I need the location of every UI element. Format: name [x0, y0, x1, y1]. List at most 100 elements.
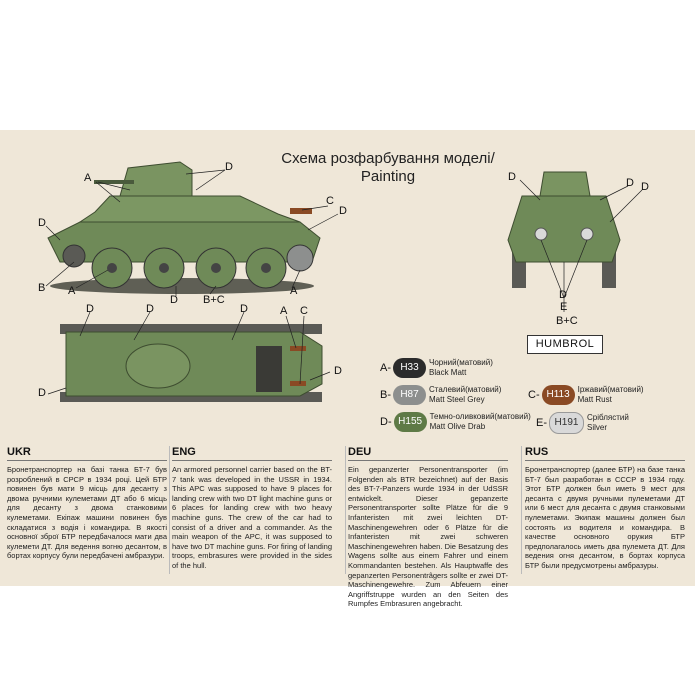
title-line-2: Painting: [360, 168, 416, 185]
callout-a: A: [290, 285, 298, 297]
leader: [195, 169, 226, 191]
painting-diagram: [45, 161, 643, 402]
paint-d: D- H155 Темно-оливковий(матовий) Matt Ol…: [380, 412, 531, 432]
column-divider: [169, 446, 170, 574]
callout-d: D: [38, 387, 46, 399]
humbrol-brand-box: HUMBROL: [527, 335, 603, 354]
side-hub-4: [261, 263, 271, 273]
callout-bc: B+C: [556, 315, 578, 327]
leader: [609, 189, 643, 223]
paint-name-en: Silver: [587, 423, 608, 432]
column-divider: [345, 446, 346, 574]
side-view-tank: [47, 161, 321, 294]
paint-names: Сріблястий Silver: [587, 413, 629, 433]
column-divider: [521, 446, 522, 574]
section-text: An armored personnel carrier based on th…: [172, 465, 332, 570]
paint-key: E-: [536, 417, 547, 429]
leader: [563, 239, 588, 299]
section-heading: DEU: [348, 446, 508, 461]
paint-swatch: H87: [393, 385, 426, 405]
leader: [299, 315, 305, 385]
leader: [285, 315, 297, 349]
side-upper-hull: [78, 195, 301, 223]
front-turret: [539, 171, 591, 197]
callout-d: D: [38, 217, 46, 229]
leader: [301, 205, 329, 211]
section-rus: RUS Бронетранспортер (далее БТР) на базе…: [525, 446, 685, 571]
leader: [45, 261, 75, 287]
callout-d: D: [240, 303, 248, 315]
section-text: Ein gepanzerter Personentransporter (im …: [348, 465, 508, 609]
top-engine-grille: [256, 346, 282, 392]
section-text: Бронетранспортер на базі танка БТ-7 був …: [7, 465, 167, 561]
front-left-headlight: [534, 227, 548, 241]
callout-b: B: [38, 282, 46, 294]
top-turret: [125, 343, 191, 389]
section-text: Бронетранспортер (далее БТР) на базе тан…: [525, 465, 685, 570]
paint-key: D-: [380, 416, 392, 428]
paint-b: B- H87 Сталевий(матовий) Matt Steel Grey: [380, 385, 501, 405]
callout-c: C: [326, 195, 334, 207]
side-exhaust: [290, 208, 312, 214]
top-hull: [65, 331, 323, 397]
section-eng: ENG An armored personnel carrier based o…: [172, 446, 332, 571]
leader: [309, 371, 331, 381]
callout-a: A: [68, 285, 76, 297]
paint-a: A- H33 Чорний(матовий) Black Matt: [380, 358, 493, 378]
callout-d: D: [626, 177, 634, 189]
leader: [307, 213, 339, 231]
side-turret: [119, 161, 193, 197]
paint-names: Темно-оливковий(матовий) Matt Olive Drab: [430, 412, 531, 432]
top-track-lower: [60, 392, 322, 402]
callout-d: D: [170, 294, 178, 306]
callout-lines: [45, 169, 643, 395]
leader: [75, 269, 109, 289]
section-heading: ENG: [172, 446, 332, 461]
paint-key: C-: [528, 389, 540, 401]
paint-names: Іржавий(матовий) Matt Rust: [578, 385, 644, 405]
paint-key: B-: [380, 389, 391, 401]
top-track-upper: [60, 324, 322, 334]
leader: [45, 225, 61, 241]
callout-e: E: [560, 301, 568, 313]
paint-swatch: H113: [541, 385, 575, 405]
paint-names: Сталевий(матовий) Matt Steel Grey: [429, 385, 501, 405]
paint-name-en: Matt Steel Grey: [429, 395, 485, 404]
leader: [540, 239, 565, 299]
paint-names: Чорний(матовий) Black Matt: [429, 358, 493, 378]
side-idler-wheel: [62, 244, 86, 268]
top-exhaust-1: [290, 346, 306, 351]
leader: [95, 181, 121, 203]
side-mg-barrel: [94, 180, 134, 184]
callout-d: D: [334, 365, 342, 377]
callout-d: D: [559, 289, 567, 301]
leader: [185, 169, 226, 175]
callout-a: A: [84, 172, 92, 184]
paint-name-en: Matt Rust: [577, 395, 612, 404]
section-deu: DEU Ein gepanzerter Personentransporter …: [348, 446, 508, 609]
top-view-tank: [60, 324, 323, 402]
callout-d: D: [225, 161, 233, 173]
front-view-tank: [507, 171, 621, 288]
paint-name-en: Black Matt: [429, 368, 467, 377]
side-hub-2: [159, 263, 169, 273]
leader: [97, 181, 131, 191]
leader: [291, 269, 301, 289]
callout-bc: B+C: [203, 294, 225, 306]
front-right-headlight: [580, 227, 594, 241]
section-heading: UKR: [7, 446, 167, 461]
leader: [209, 285, 217, 295]
section-heading: RUS: [525, 446, 685, 461]
side-hub-3: [211, 263, 221, 273]
callout-d: D: [339, 205, 347, 217]
leader: [47, 387, 67, 395]
leader: [231, 311, 245, 341]
callout-d: D: [641, 181, 649, 193]
top-exhaust-2: [290, 381, 306, 386]
leader: [519, 179, 541, 201]
title-line-1: Схема розфарбування моделі/: [281, 150, 495, 167]
callout-d: D: [508, 171, 516, 183]
section-ukr: UKR Бронетранспортер на базі танка БТ-7 …: [7, 446, 167, 561]
paint-name-en: Matt Olive Drab: [429, 422, 486, 431]
callout-c: C: [300, 305, 308, 317]
